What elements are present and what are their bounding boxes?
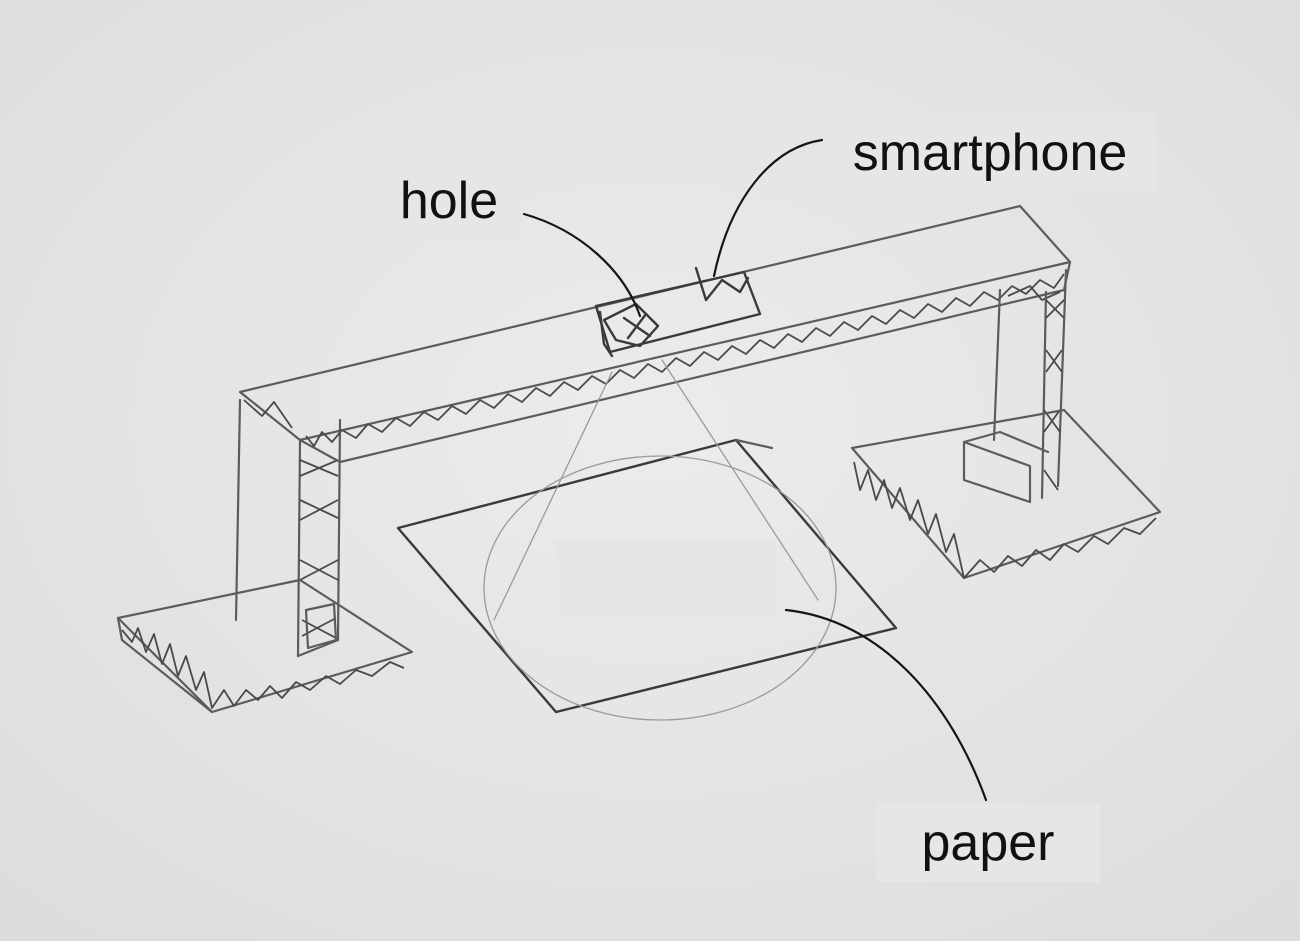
- left-column: [234, 398, 342, 658]
- left-base: [116, 578, 414, 714]
- smartphone-sketch: [594, 266, 762, 358]
- paper-leader: [784, 608, 988, 802]
- right-column: [962, 268, 1068, 504]
- smartphone-label: smartphone: [824, 113, 1156, 193]
- smartphone-leader: [712, 138, 824, 278]
- hole-label: hole: [376, 161, 522, 241]
- blank-label-patch: [554, 539, 776, 619]
- camera-view: [483, 359, 837, 721]
- hole-leader: [522, 212, 642, 318]
- paper-sheet: [396, 438, 898, 714]
- top-beam: [238, 204, 1072, 464]
- right-base: [850, 408, 1162, 580]
- paper-label: paper: [876, 804, 1100, 882]
